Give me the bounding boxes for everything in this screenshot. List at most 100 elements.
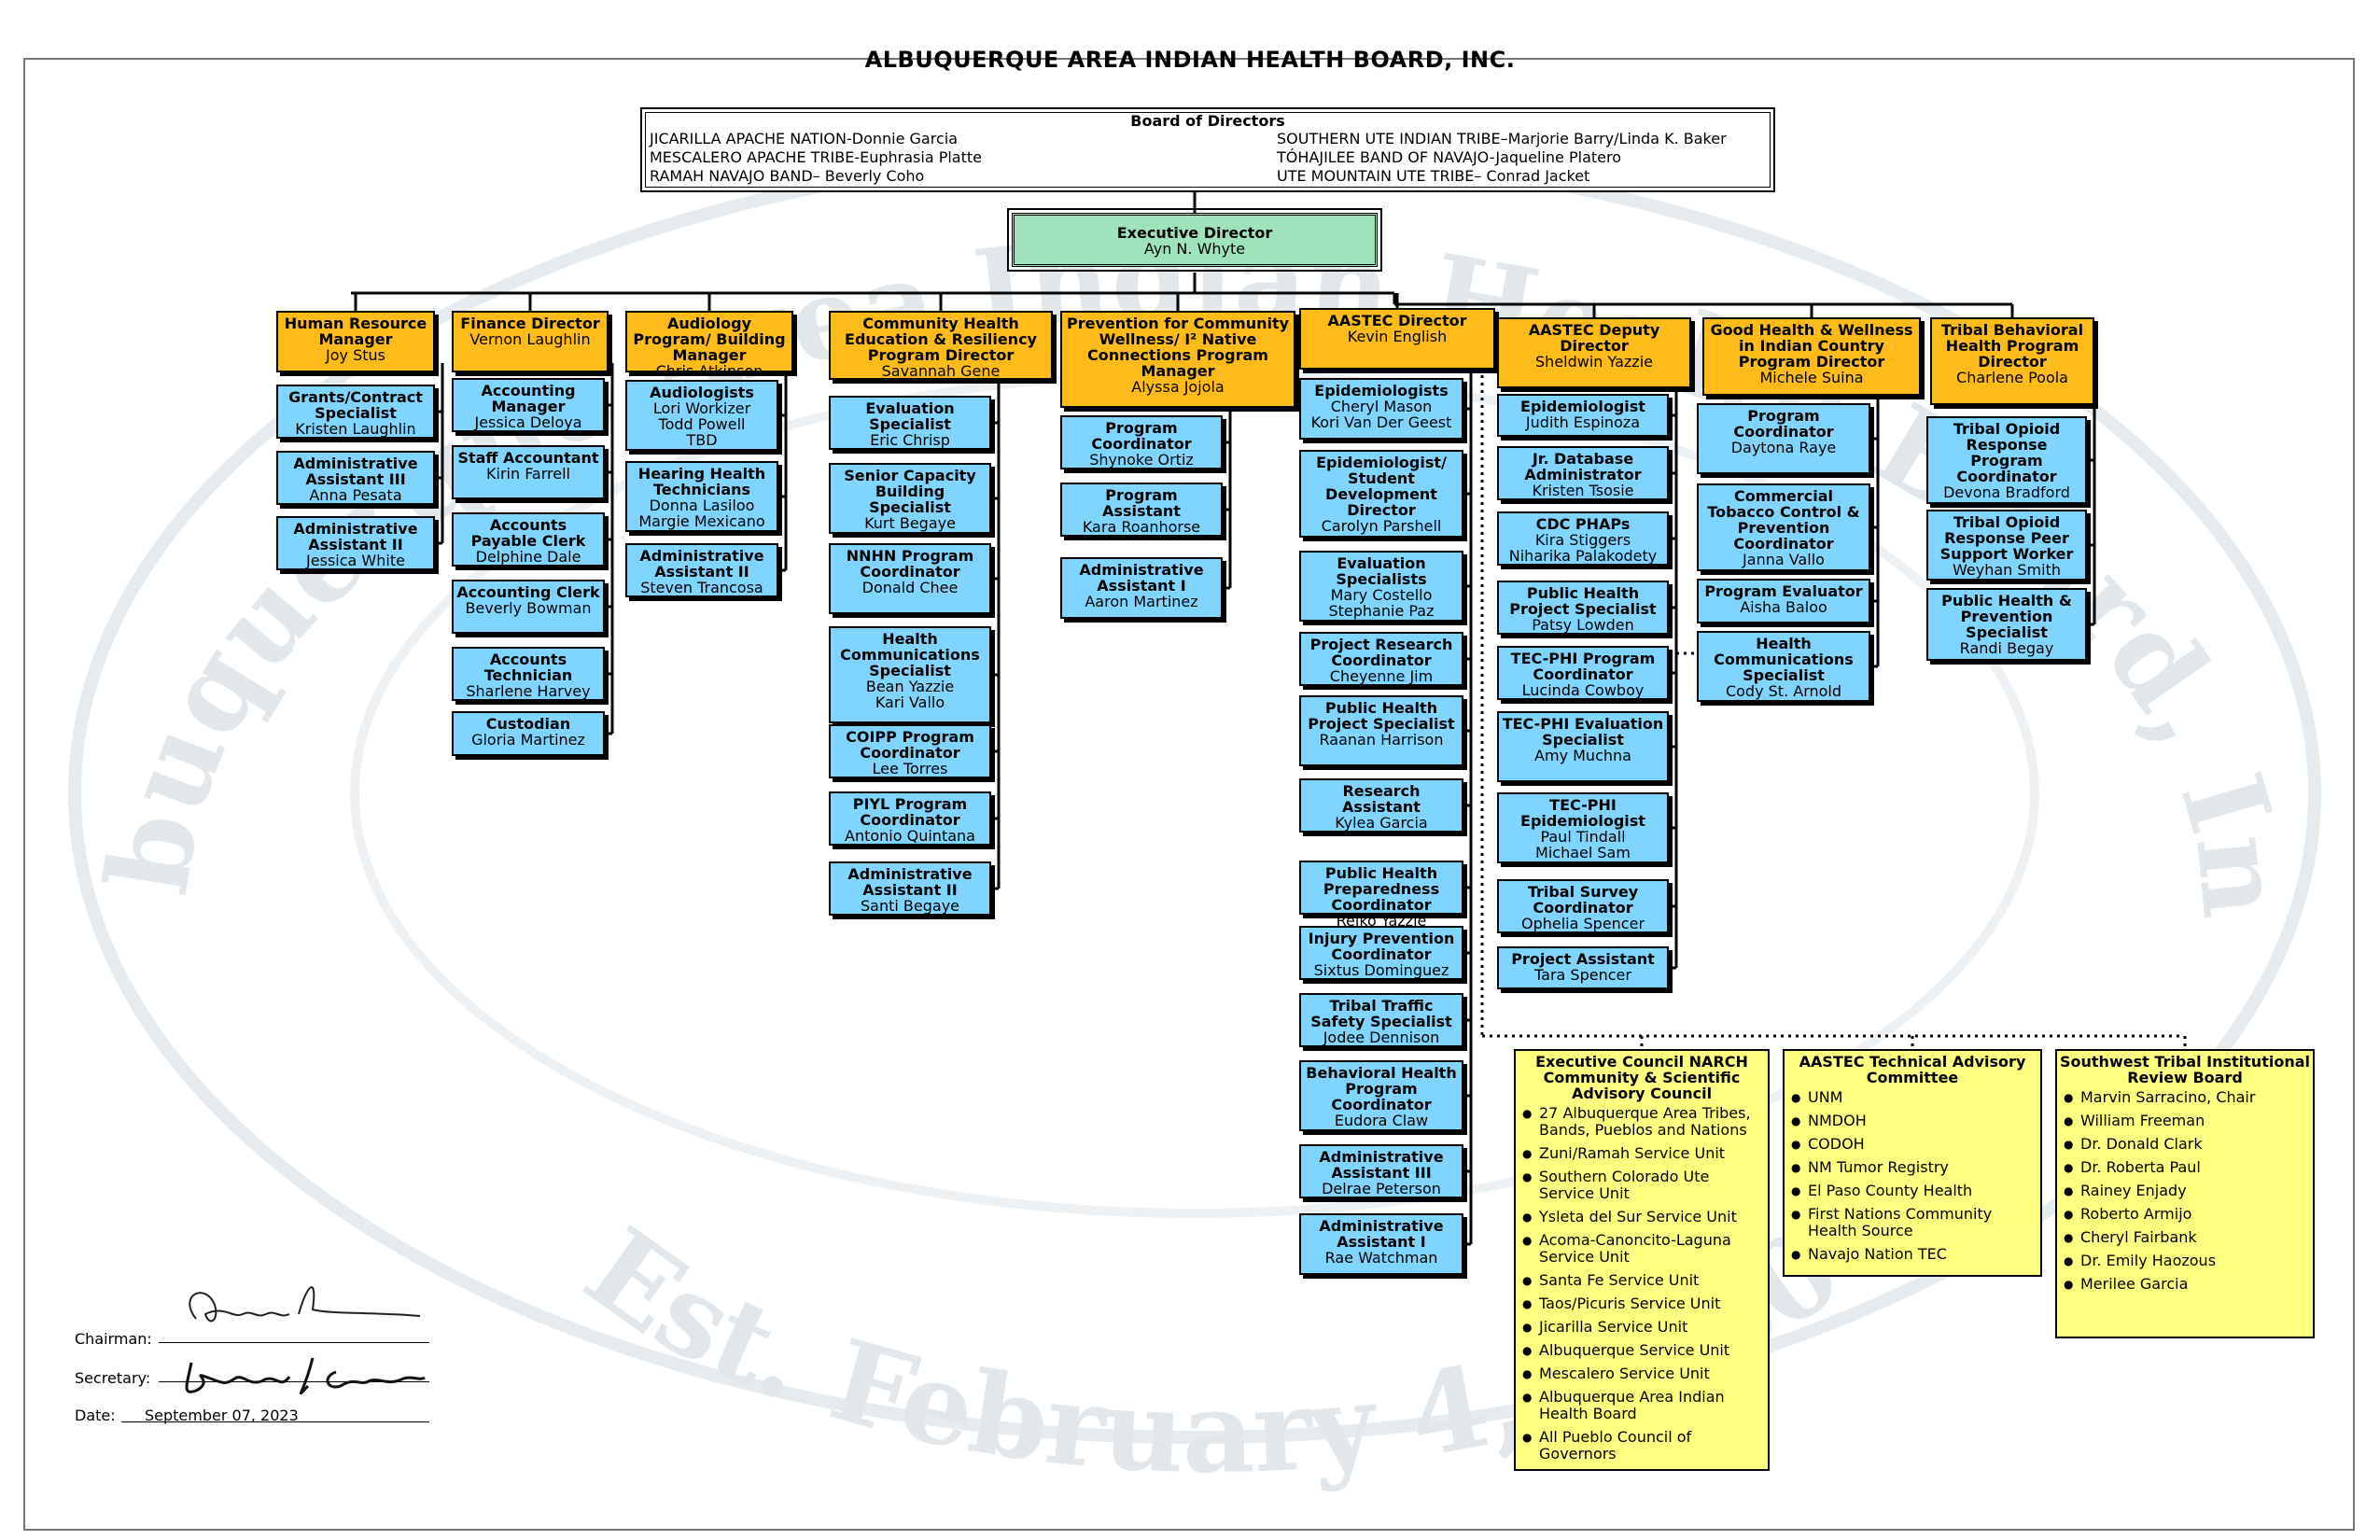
box-title: TEC-PHI Evaluation Specialist xyxy=(1502,715,1664,749)
box-title: Senior Capacity Building Specialist xyxy=(844,467,976,516)
date-line xyxy=(121,1421,429,1422)
person-name: Kurt Begaye xyxy=(864,514,956,532)
board-member: JICARILLA APACHE NATION-Donnie Garcia xyxy=(650,130,958,147)
committee-member: Merilee Garcia xyxy=(2064,1276,2310,1294)
person-name: Jodee Dennison xyxy=(1323,1029,1440,1046)
box-title: Program Assistant xyxy=(1102,486,1181,520)
person-name: TBD xyxy=(686,431,718,449)
box-title: AASTEC Director xyxy=(1327,312,1467,329)
chairman-signature xyxy=(189,1286,421,1323)
person-name: Antonio Quintana xyxy=(845,827,975,845)
person-name: Janna Vallo xyxy=(1743,551,1825,568)
committee-member: Marvin Sarracino, Chair xyxy=(2064,1089,2310,1107)
committee-member: UNM xyxy=(1791,1089,2037,1107)
box-title: Tribal Opioid Response Program Coordinat… xyxy=(1953,420,2061,485)
box-title: NNHN Program Coordinator xyxy=(846,547,974,581)
box-title: Accounting Clerk xyxy=(456,583,600,601)
box-title: Tribal Traffic Safety Specialist xyxy=(1310,997,1452,1030)
committee-title: Southwest Tribal Institutional Review Bo… xyxy=(2060,1053,2310,1086)
committee-member: Albuquerque Area Indian Health Board xyxy=(1522,1389,1765,1422)
box-title: Epidemiologists xyxy=(1314,382,1449,399)
person-name: Lori Workizer xyxy=(652,399,751,417)
secretary-label: Secretary: xyxy=(75,1369,151,1387)
box-title: Accounting Manager xyxy=(481,382,576,415)
person-name: Jessica Deloya xyxy=(474,413,582,431)
committee-member: 27 Albuquerque Area Tribes, Bands, Puebl… xyxy=(1522,1105,1765,1139)
person-name: Todd Powell xyxy=(658,415,746,433)
committee-member: William Freeman xyxy=(2064,1113,2310,1130)
person-name: Alyssa Jojola xyxy=(1131,378,1225,396)
committee-member: Zuni/Ramah Service Unit xyxy=(1522,1145,1765,1163)
committee-member: Ysleta del Sur Service Unit xyxy=(1522,1209,1765,1226)
person-name: Raanan Harrison xyxy=(1319,731,1444,749)
box-title: Tribal Opioid Response Peer Support Work… xyxy=(1939,513,2074,563)
box-title: Administrative Assistant II xyxy=(293,520,418,553)
person-name: Kari Vallo xyxy=(875,693,945,711)
committee-member: Albuquerque Service Unit xyxy=(1522,1342,1765,1360)
person-name: Kristen Laughlin xyxy=(295,420,416,438)
box-title: Program Evaluator xyxy=(1704,582,1863,600)
board-title: Board of Directors xyxy=(1130,112,1285,130)
box-title: Administrative Assistant II xyxy=(847,865,973,899)
person-name: Anna Pesata xyxy=(309,486,402,504)
box-title: Audiologists xyxy=(650,384,754,401)
committee-member: Mescalero Service Unit xyxy=(1522,1365,1765,1383)
person-name: Eudora Claw xyxy=(1334,1112,1429,1129)
executive-director-box: Executive Director Ayn N. Whyte xyxy=(1007,208,1382,272)
committee-member: Dr. Donald Clark xyxy=(2064,1136,2310,1154)
committee-member: NM Tumor Registry xyxy=(1791,1159,2037,1177)
person-name: Kori Van Der Geest xyxy=(1310,413,1452,431)
box-title: Human Resource Manager xyxy=(284,315,427,348)
box-title: PIYL Program Coordinator xyxy=(852,795,968,829)
person-name: Savannah Gene xyxy=(881,362,1001,380)
box-title: Evaluation Specialists xyxy=(1336,554,1427,588)
box-title: Behavioral Health Program Coordinator xyxy=(1306,1064,1457,1113)
box-title: Jr. Database Administrator xyxy=(1524,450,1642,483)
person-name: Margie Mexicano xyxy=(638,512,765,530)
board-member: MESCALERO APACHE TRIBE-Euphrasia Platte xyxy=(650,148,982,166)
box-title: CDC PHAPs xyxy=(1535,515,1631,533)
person-name: Delrae Peterson xyxy=(1322,1180,1441,1197)
committee-member: Cheryl Fairbank xyxy=(2064,1229,2310,1247)
chairman-label: Chairman: xyxy=(75,1330,152,1348)
committee-member: Navajo Nation TEC xyxy=(1791,1246,2037,1264)
committee-member: Dr. Roberta Paul xyxy=(2064,1159,2310,1177)
person-name: Ophelia Spencer xyxy=(1520,915,1645,932)
committee-box: Executive Council NARCH Community & Scie… xyxy=(1514,1049,1770,1471)
person-name: Kylea Garcia xyxy=(1335,814,1428,832)
box-title: Research Assistant xyxy=(1342,782,1421,816)
box-title: Epidemiologist xyxy=(1520,398,1645,415)
committee-member: All Pueblo Council of Governors xyxy=(1522,1429,1765,1463)
box-title: Community Health Education & Resiliency … xyxy=(845,315,1037,364)
person-name: Aaron Martinez xyxy=(1085,593,1198,610)
staff-box: Tribal Opioid Response Program Coordinat… xyxy=(1926,416,2087,504)
box-title: Grants/Contract Specialist xyxy=(288,388,423,422)
box-title: Finance Director xyxy=(460,315,600,332)
box-title: Accounts Technician xyxy=(483,651,573,684)
box-title: Hearing Health Technicians xyxy=(637,465,766,498)
person-name: Donald Chee xyxy=(861,579,959,596)
